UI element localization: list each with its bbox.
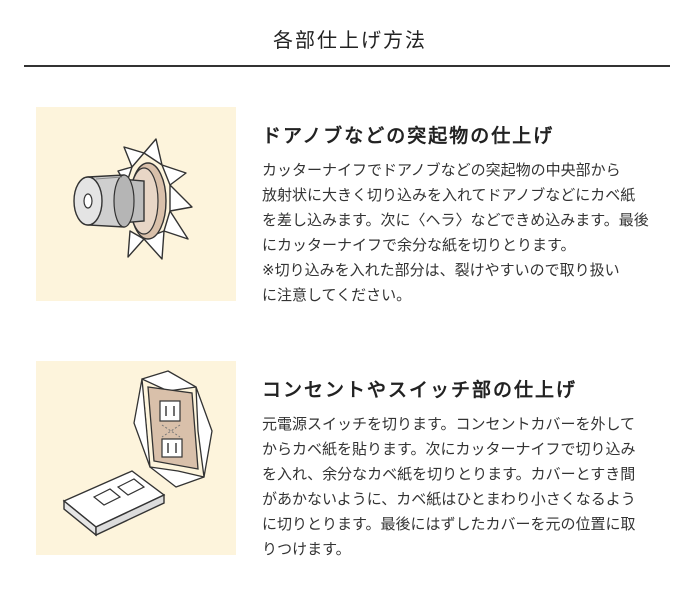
section-heading: コンセントやスイッチ部の仕上げ: [262, 379, 578, 401]
door-knob-icon: [73, 138, 193, 260]
title-divider: [24, 65, 670, 67]
section-heading: ドアノブなどの突起物の仕上げ: [262, 125, 555, 147]
door-knob-illustration: [36, 107, 236, 301]
outlet-illustration: [36, 361, 236, 555]
section-text: カッターナイフでドアノブなどの突起物の中央部から 放射状に大きく切り込みを入れて…: [262, 161, 649, 304]
section-outlet-body: コンセントやスイッチ部の仕上げ 元電源スイッチを切ります。コンセントカバーを外し…: [262, 361, 692, 562]
outlet-icon: [62, 370, 213, 537]
section-door-knob-body: ドアノブなどの突起物の仕上げ カッターナイフでドアノブなどの突起物の中央部から …: [262, 107, 692, 308]
page-title: 各部仕上げ方法: [273, 28, 427, 52]
section-text: 元電源スイッチを切ります。コンセントカバーを外して からカベ紙を貼ります。次にカ…: [262, 415, 636, 558]
